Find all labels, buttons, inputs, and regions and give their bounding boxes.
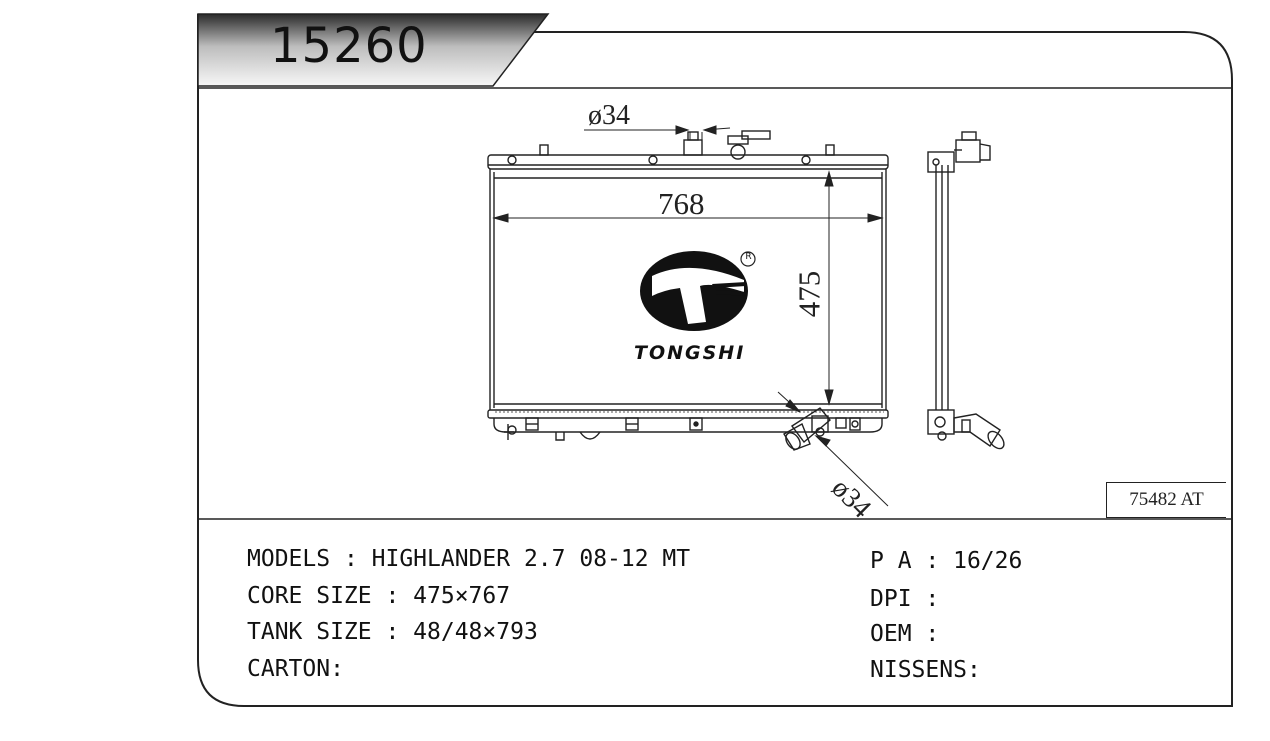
tongshi-logo	[640, 251, 756, 331]
spec-oem: OEM :	[870, 621, 954, 647]
spec-value: 16/26	[953, 548, 1023, 574]
spec-value: 475×767	[413, 583, 511, 609]
spec-carton: CARTON:	[247, 656, 344, 682]
spec-label: TANK SIZE	[247, 619, 372, 645]
spec-label: NISSENS	[870, 657, 967, 683]
spec-tank-size: TANK SIZE : 48/48×793	[247, 619, 538, 645]
spec-models: MODELS : HIGHLANDER 2.7 08-12 MT	[247, 546, 691, 572]
radiator-side-view	[927, 131, 1005, 450]
height-dimension: 475	[791, 270, 827, 318]
dimension-lines	[492, 125, 889, 507]
width-dimension: 768	[658, 186, 705, 221]
spec-nissens: NISSENS:	[870, 657, 981, 683]
inlet-diameter: ø34	[588, 100, 630, 131]
spec-core-size: CORE SIZE : 475×767	[247, 583, 511, 609]
spec-label: DPI	[870, 586, 912, 612]
spec-label: MODELS	[247, 546, 331, 572]
spec-label: CORE SIZE	[247, 583, 372, 609]
spec-dpi: DPI :	[870, 586, 954, 612]
spec-label: P A	[870, 548, 912, 574]
part-number-tab	[197, 13, 550, 87]
registered-mark: R	[745, 252, 752, 262]
spec-label: OEM	[870, 621, 912, 647]
spec-label: CARTON	[247, 656, 331, 682]
radiator-front-view	[487, 130, 889, 451]
brand-name: TONGSHI	[634, 342, 746, 364]
reference-code: 75482 AT	[1106, 482, 1226, 518]
spec-pa: P A : 16/26	[870, 548, 1023, 574]
spec-value: 48/48×793	[413, 619, 538, 645]
registered-mark-circle	[740, 251, 756, 267]
spec-value: HIGHLANDER 2.7 08-12 MT	[371, 546, 691, 572]
part-number: 15260	[270, 18, 428, 74]
